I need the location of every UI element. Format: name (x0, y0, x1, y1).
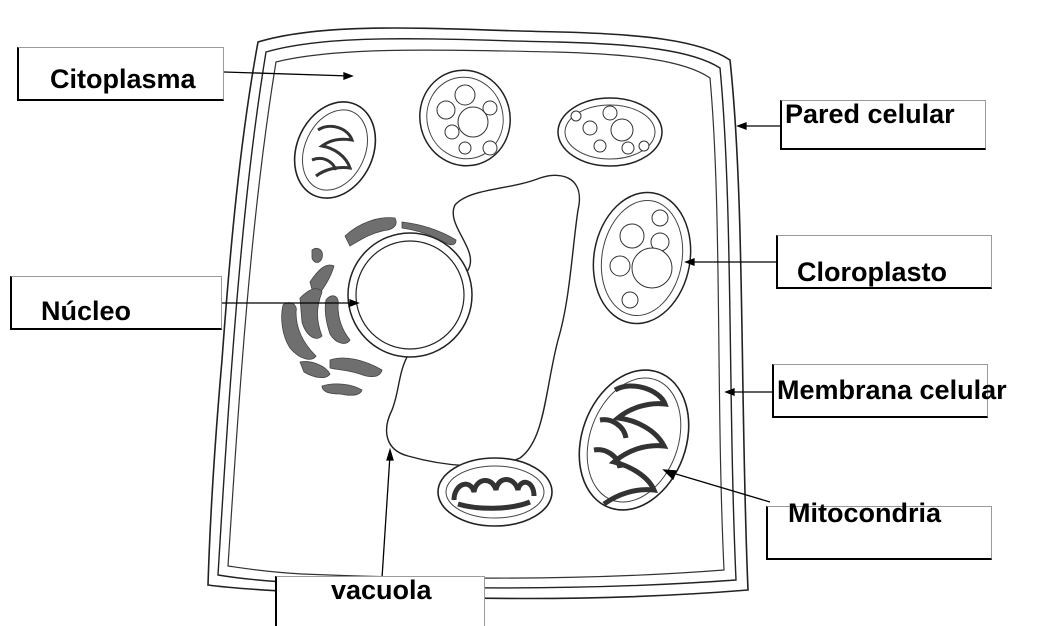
nucleus (348, 233, 472, 357)
label-nucleo: Núcleo (41, 298, 131, 325)
label-vacuola: vacuola (331, 577, 432, 604)
chloroplast-top (409, 60, 521, 176)
label-mitocondria: Mitocondria (788, 500, 941, 527)
label-cloroplasto: Cloroplasto (797, 259, 947, 286)
mitochondrion-bottom (438, 458, 552, 526)
chloroplast-top-right (558, 98, 662, 166)
mitochondrion-top-left (279, 89, 390, 212)
chloroplast-right (583, 185, 700, 332)
label-membrana-celular: Membrana celular (777, 377, 1007, 404)
mitochondrion-bottom-right (561, 355, 708, 526)
label-pared-celular: Pared celular (785, 101, 955, 128)
label-citoplasma: Citoplasma (50, 66, 196, 93)
